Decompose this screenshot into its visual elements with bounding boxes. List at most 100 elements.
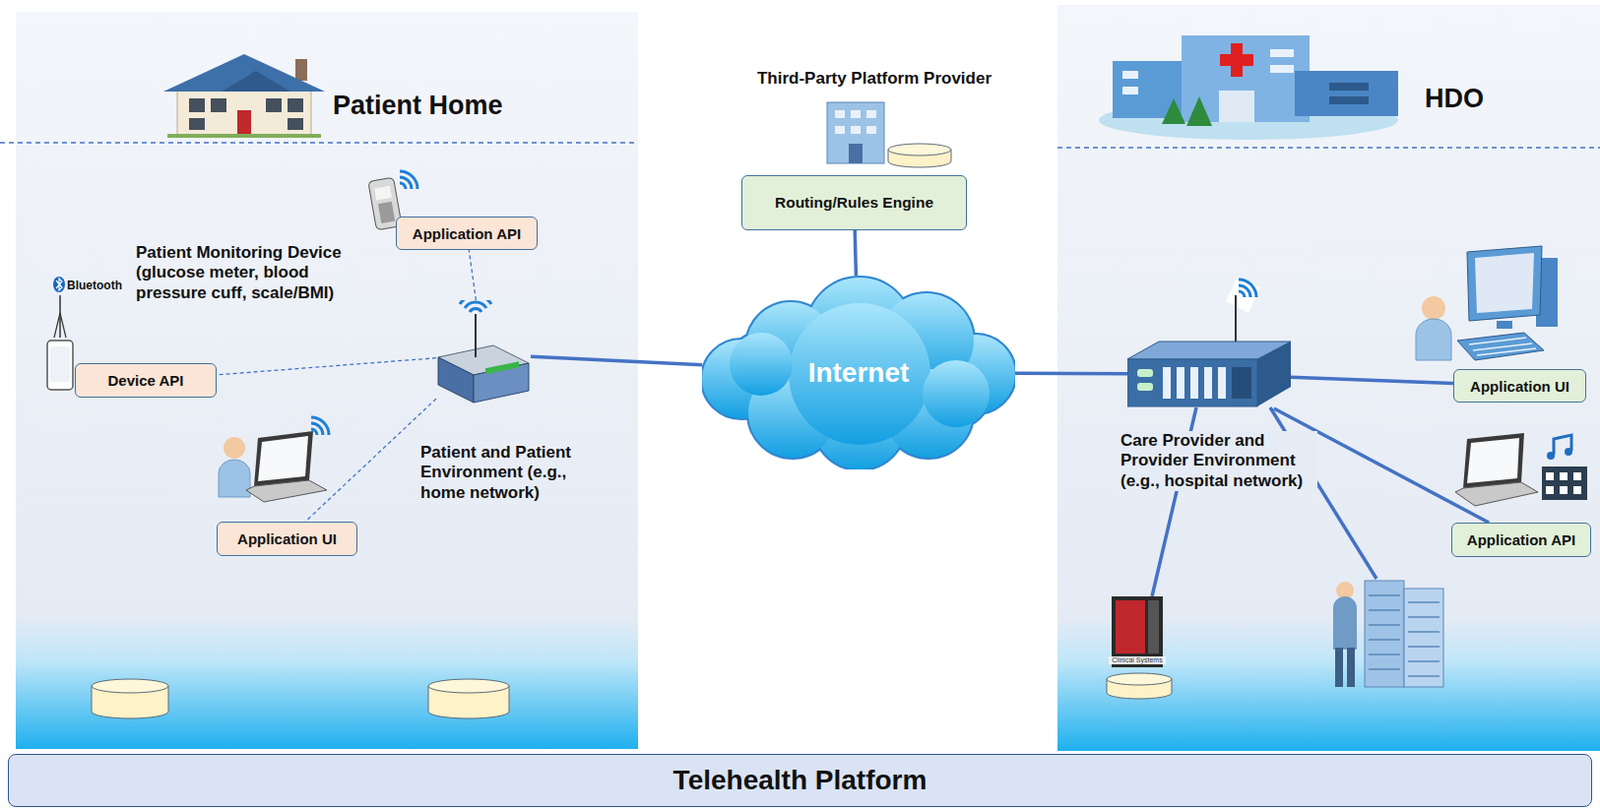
media-laptop-icon-part — [1559, 486, 1568, 495]
cloud-label: Internet — [808, 357, 910, 389]
provider-building-icon-part — [866, 126, 877, 134]
switch-icon-part — [1137, 369, 1153, 378]
annotation-label: Third-Party Platform Provider — [748, 68, 1001, 89]
box-label: Application UI — [1470, 378, 1570, 395]
workstation-icon-part — [1496, 320, 1513, 329]
house-icon-part — [295, 59, 308, 81]
environment-label: Care Provider and Provider Environment (… — [1120, 431, 1318, 492]
cloud-lobe — [729, 332, 793, 396]
house-icon-part — [237, 110, 252, 136]
provider-building-icon-part — [834, 110, 845, 119]
cloud-lobe — [729, 332, 793, 396]
media-laptop-icon-part — [1463, 433, 1525, 489]
house-icon-part — [189, 118, 205, 130]
server-icon-part — [1364, 580, 1405, 688]
box-label: Routing/Rules Engine — [774, 193, 934, 212]
switch-antenna-part — [1234, 295, 1237, 342]
hospital-icon-part — [1294, 70, 1399, 117]
box-label: Device API — [108, 372, 185, 389]
media-laptop-icon-part — [1455, 482, 1538, 507]
media-laptop-icon-part — [1553, 435, 1572, 455]
workstation-icon-part — [1457, 332, 1544, 361]
switch-icon-part — [1257, 341, 1291, 407]
hospital-icon-part — [1186, 96, 1213, 127]
workstation-icon — [1415, 246, 1558, 361]
bluetooth-antenna-part — [54, 313, 66, 338]
workstation-icon-part — [1474, 253, 1535, 314]
phone-icon-part — [368, 177, 402, 231]
engine-box: Routing/Rules Engine — [741, 175, 967, 231]
network-link — [530, 356, 703, 366]
clinical-system-cabinet-part — [1148, 600, 1159, 654]
media-laptop-icon-part — [1545, 486, 1554, 495]
house-icon-part — [287, 118, 304, 130]
hospital-switch: Care Provider and Provider Environment (… — [1127, 339, 1291, 409]
database-cylinder-part — [1106, 673, 1172, 686]
router-icon-part — [474, 314, 477, 358]
switch-icon-part — [1217, 367, 1226, 399]
house-icon-part — [163, 54, 325, 92]
database-cylinder-part — [91, 679, 169, 694]
media-laptop-icon-part — [1564, 448, 1573, 456]
zone-panel: Patient HomeApplication APIDevice APIPat… — [15, 11, 639, 750]
provider-building-icon — [827, 102, 952, 168]
box-label: Application UI — [237, 530, 337, 548]
dashed-link — [216, 358, 437, 376]
phone-icon-part — [399, 171, 418, 190]
cloud-lobe — [922, 360, 990, 428]
house-icon-part — [265, 98, 282, 113]
clinical-system-cabinet-part — [1115, 600, 1146, 654]
hospital-icon-part — [1219, 54, 1254, 66]
media-laptop-icon-part — [1545, 472, 1554, 481]
network-link — [854, 230, 856, 276]
workstation-icon-part — [1467, 246, 1542, 321]
dashed-link — [468, 250, 476, 301]
switch-icon-part — [1204, 367, 1213, 399]
server-icon — [1333, 580, 1444, 688]
server-icon-part — [1335, 647, 1344, 688]
media-laptop-icon-part — [1573, 486, 1582, 495]
provider-building-icon-part — [848, 143, 863, 164]
dashed-link — [305, 398, 437, 522]
api-box: Device API — [74, 363, 217, 398]
environment-label: Patient and Patient Environment (e.g., h… — [420, 443, 593, 504]
database-cylinder — [91, 673, 1172, 719]
patient-laptop-icon-part — [257, 436, 309, 482]
patient-laptop-icon-part — [254, 431, 314, 487]
network-link — [1015, 371, 1128, 376]
provider-building-icon-part — [850, 110, 861, 119]
annotation-label: Clinical Systems — [1108, 656, 1166, 665]
server-icon-part — [1333, 596, 1357, 650]
switch-antenna — [1225, 277, 1261, 342]
zone-heading: Patient Home — [332, 90, 504, 122]
hospital-icon — [1098, 35, 1399, 140]
switch-icon-part — [1137, 383, 1153, 391]
annotation-label: Patient Monitoring Device (glucose meter… — [135, 243, 358, 304]
server-icon-part — [1368, 595, 1440, 677]
hospital-icon-part — [1329, 82, 1369, 91]
house-icon-part — [210, 98, 227, 113]
band-label: Telehealth Platform — [673, 765, 928, 797]
platform-band: Telehealth Platform — [7, 754, 1593, 808]
router-icon — [436, 300, 531, 409]
media-laptop-icon-part — [1541, 466, 1588, 501]
house-icon-part — [221, 70, 291, 92]
hospital-icon-part — [1122, 70, 1139, 79]
switch-icon-part — [1190, 367, 1199, 399]
phone-icon-part — [378, 201, 395, 224]
hospital-wire — [1152, 407, 1377, 597]
house-icon-part — [167, 133, 321, 138]
network-link — [1290, 377, 1454, 384]
hospital-icon-part — [1218, 90, 1255, 123]
phone-icon — [368, 171, 418, 231]
hospital-icon-part — [1270, 64, 1294, 73]
patient-laptop-icon — [218, 417, 329, 503]
server-icon-part — [1404, 588, 1444, 688]
workstation-icon-part — [1421, 296, 1446, 320]
patient-laptop-icon-part — [218, 459, 251, 498]
bluetooth-antenna — [53, 276, 66, 338]
media-laptop-icon-part — [1546, 451, 1555, 460]
switch-icon-part — [1127, 359, 1258, 407]
api-box: Application API — [1451, 522, 1592, 558]
